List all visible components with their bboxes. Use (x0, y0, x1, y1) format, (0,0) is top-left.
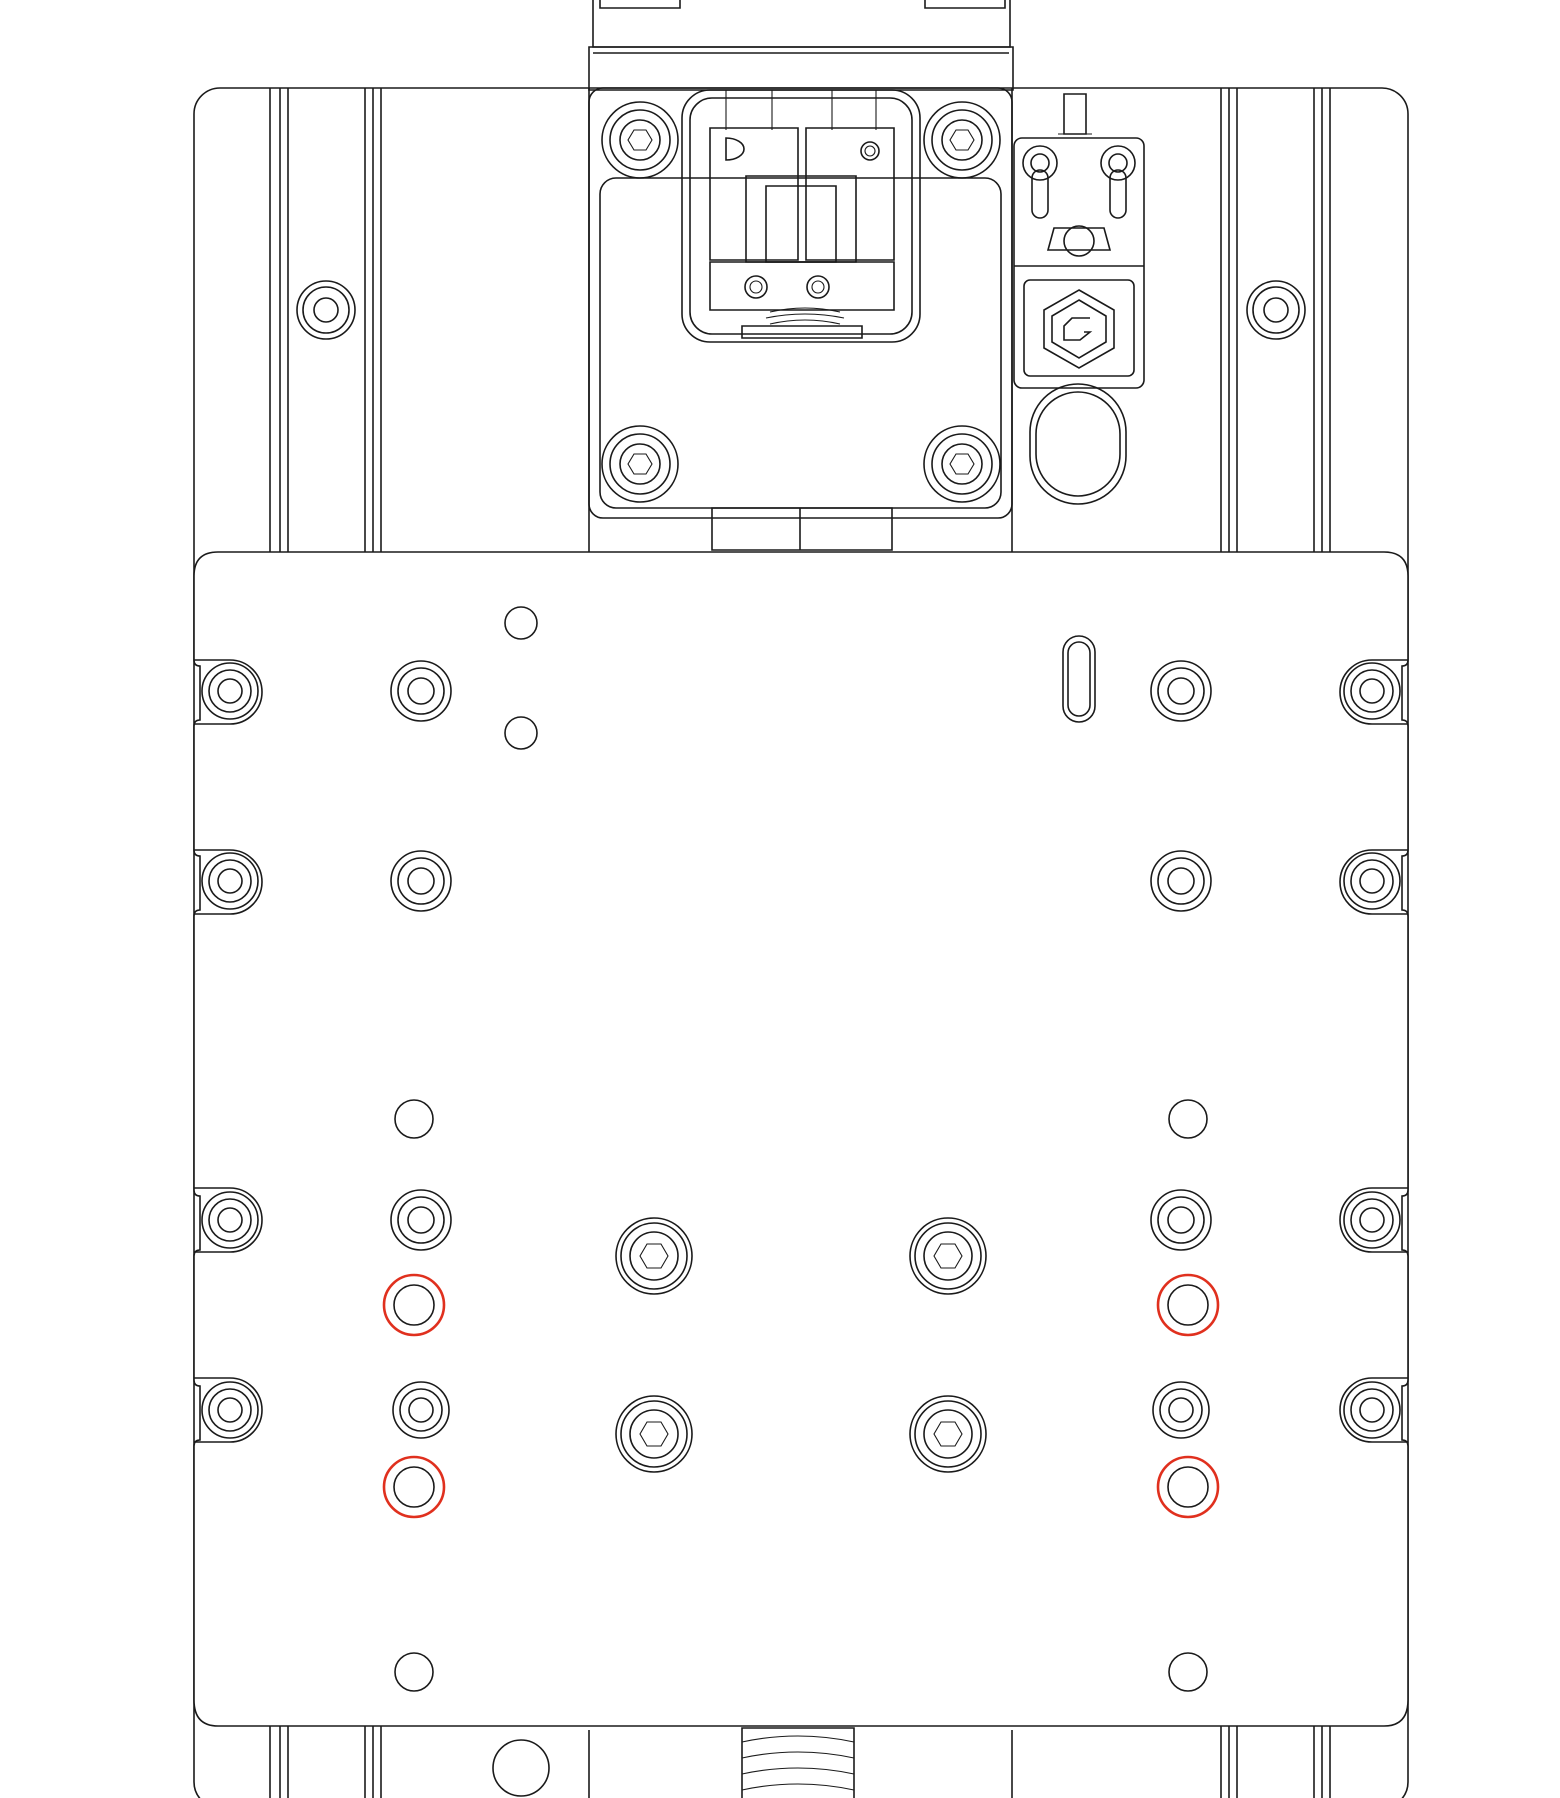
motor-mount-plate (589, 88, 1012, 550)
mount-screw-bl (602, 426, 678, 502)
highlight-ring (1158, 1275, 1218, 1335)
mount-screw-tr (924, 102, 1000, 178)
motor-stub (589, 0, 1013, 90)
mount-screw-br (924, 426, 1000, 502)
inner-screws (391, 661, 1211, 1438)
highlight-ring (384, 1457, 444, 1517)
slotted-cutout (1030, 384, 1126, 504)
highlighted-holes (384, 1275, 1218, 1517)
hexagon-logo-icon (1044, 290, 1114, 368)
rail-end-screw-left (297, 281, 355, 339)
center-screws (616, 1218, 986, 1472)
carriage-plate (194, 552, 1408, 1726)
center-screw (616, 1396, 692, 1472)
lead-screw (493, 1728, 854, 1798)
edge-screws (202, 663, 1400, 1438)
rail-end-screw-right (1247, 281, 1305, 339)
mount-screw-tl (602, 102, 678, 178)
highlight-ring (1158, 1457, 1218, 1517)
limit-switch (1014, 94, 1144, 388)
center-screw (910, 1218, 986, 1294)
plain-holes (394, 607, 1208, 1691)
shaft-coupler (710, 90, 894, 338)
edge-notches (194, 660, 1408, 1442)
highlight-ring (384, 1275, 444, 1335)
center-screw (616, 1218, 692, 1294)
center-screw (910, 1396, 986, 1472)
